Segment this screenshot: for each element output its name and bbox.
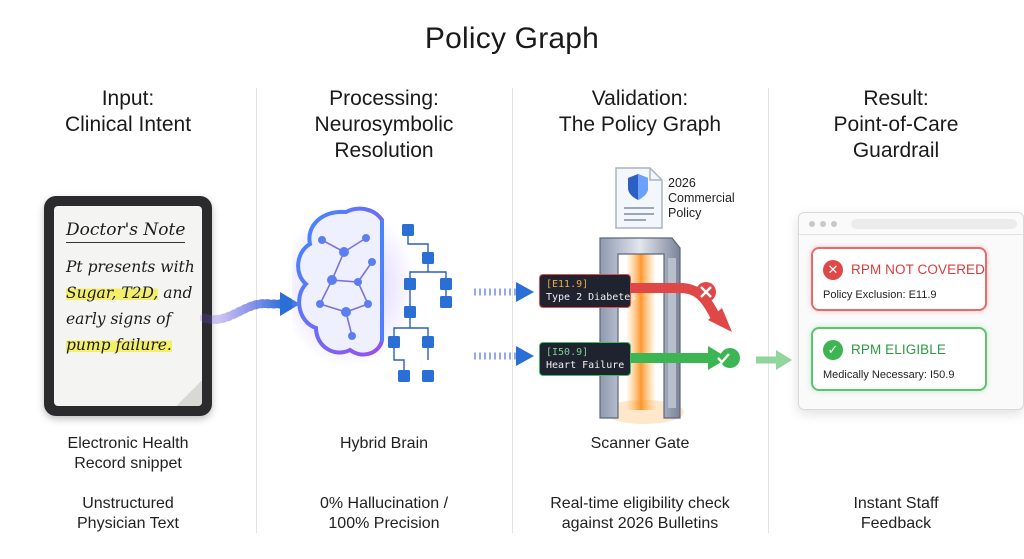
icd-description: Heart Failure: [546, 360, 625, 371]
note-line: pump failure.: [66, 336, 172, 354]
result-window: ✕ RPM NOT COVERED Policy Exclusion: E11.…: [798, 212, 1024, 410]
column-divider: [256, 88, 257, 533]
code-tag-i509: [I50.9] Heart Failure: [539, 342, 631, 376]
page-title: Policy Graph: [424, 22, 600, 55]
code-tag-e119: [E11.9] Type 2 Diabetes: [539, 274, 637, 308]
validation-visual-caption: Scanner Gate: [590, 435, 690, 452]
note-text: and: [158, 284, 193, 302]
highlighted-term: pump failure.: [66, 336, 172, 354]
window-dot: [809, 221, 815, 227]
result-footer: Instant Staff Feedback: [853, 495, 939, 532]
result-headline: RPM ELIGIBLE: [851, 342, 946, 357]
x-circle-icon: ✕: [823, 260, 843, 280]
processing-visual-caption: Hybrid Brain: [339, 435, 429, 452]
eligible-card: ✓ RPM ELIGIBLE Medically Necessary: I50.…: [811, 327, 987, 391]
input-visual-caption: Electronic Health Record snippet: [67, 435, 189, 472]
note-line: Pt presents with: [66, 258, 195, 276]
highlighted-term: Sugar, T2D,: [66, 284, 159, 302]
ehr-tablet: Doctor's Note Pt presents with Sugar, T2…: [44, 196, 212, 416]
result-heading: Result: Point-of-Care Guardrail: [833, 87, 959, 162]
column-divider: [768, 88, 769, 533]
processing-footer: 0% Hallucination / 100% Precision: [319, 495, 449, 532]
routing-arrows: [474, 282, 534, 366]
window-dot: [820, 221, 826, 227]
validation-footer: Real-time eligibility check against 2026…: [550, 495, 730, 532]
data-stream-arrow: [200, 292, 300, 324]
input-footer: Unstructured Physician Text: [77, 495, 179, 532]
icd-code: [E11.9]: [546, 279, 589, 290]
processing-heading: Processing: Neurosymbolic Resolution: [314, 87, 454, 162]
window-dot: [831, 221, 837, 227]
hybrid-brain-icon: [292, 204, 452, 382]
to-result-arrow: [756, 350, 792, 370]
check-circle-icon: ✓: [823, 340, 843, 360]
column-divider: [512, 88, 513, 533]
scanner-gate-icon: [599, 237, 684, 424]
result-detail: Medically Necessary: I50.9: [823, 369, 955, 381]
page-curl-icon: [176, 380, 202, 406]
result-detail: Policy Exclusion: E11.9: [823, 289, 937, 301]
address-bar: [851, 219, 1017, 229]
policy-document-icon: [615, 167, 663, 229]
result-headline: RPM NOT COVERED: [851, 262, 986, 277]
decision-paths: [624, 282, 740, 370]
input-heading: Input: Clinical Intent: [64, 87, 192, 136]
not-covered-card: ✕ RPM NOT COVERED Policy Exclusion: E11.…: [811, 247, 987, 311]
note-title: Doctor's Note: [66, 220, 186, 243]
validation-heading: Validation: The Policy Graph: [558, 87, 722, 136]
note-line: Sugar, T2D, and: [66, 284, 192, 302]
window-titlebar: [799, 213, 1023, 235]
icd-code: [I50.9]: [546, 347, 589, 358]
tablet-screen: Doctor's Note Pt presents with Sugar, T2…: [54, 206, 202, 406]
note-line: early signs of: [66, 310, 172, 328]
policy-document-label: 2026 Commercial Policy: [668, 176, 735, 220]
icd-description: Type 2 Diabetes: [546, 292, 637, 303]
